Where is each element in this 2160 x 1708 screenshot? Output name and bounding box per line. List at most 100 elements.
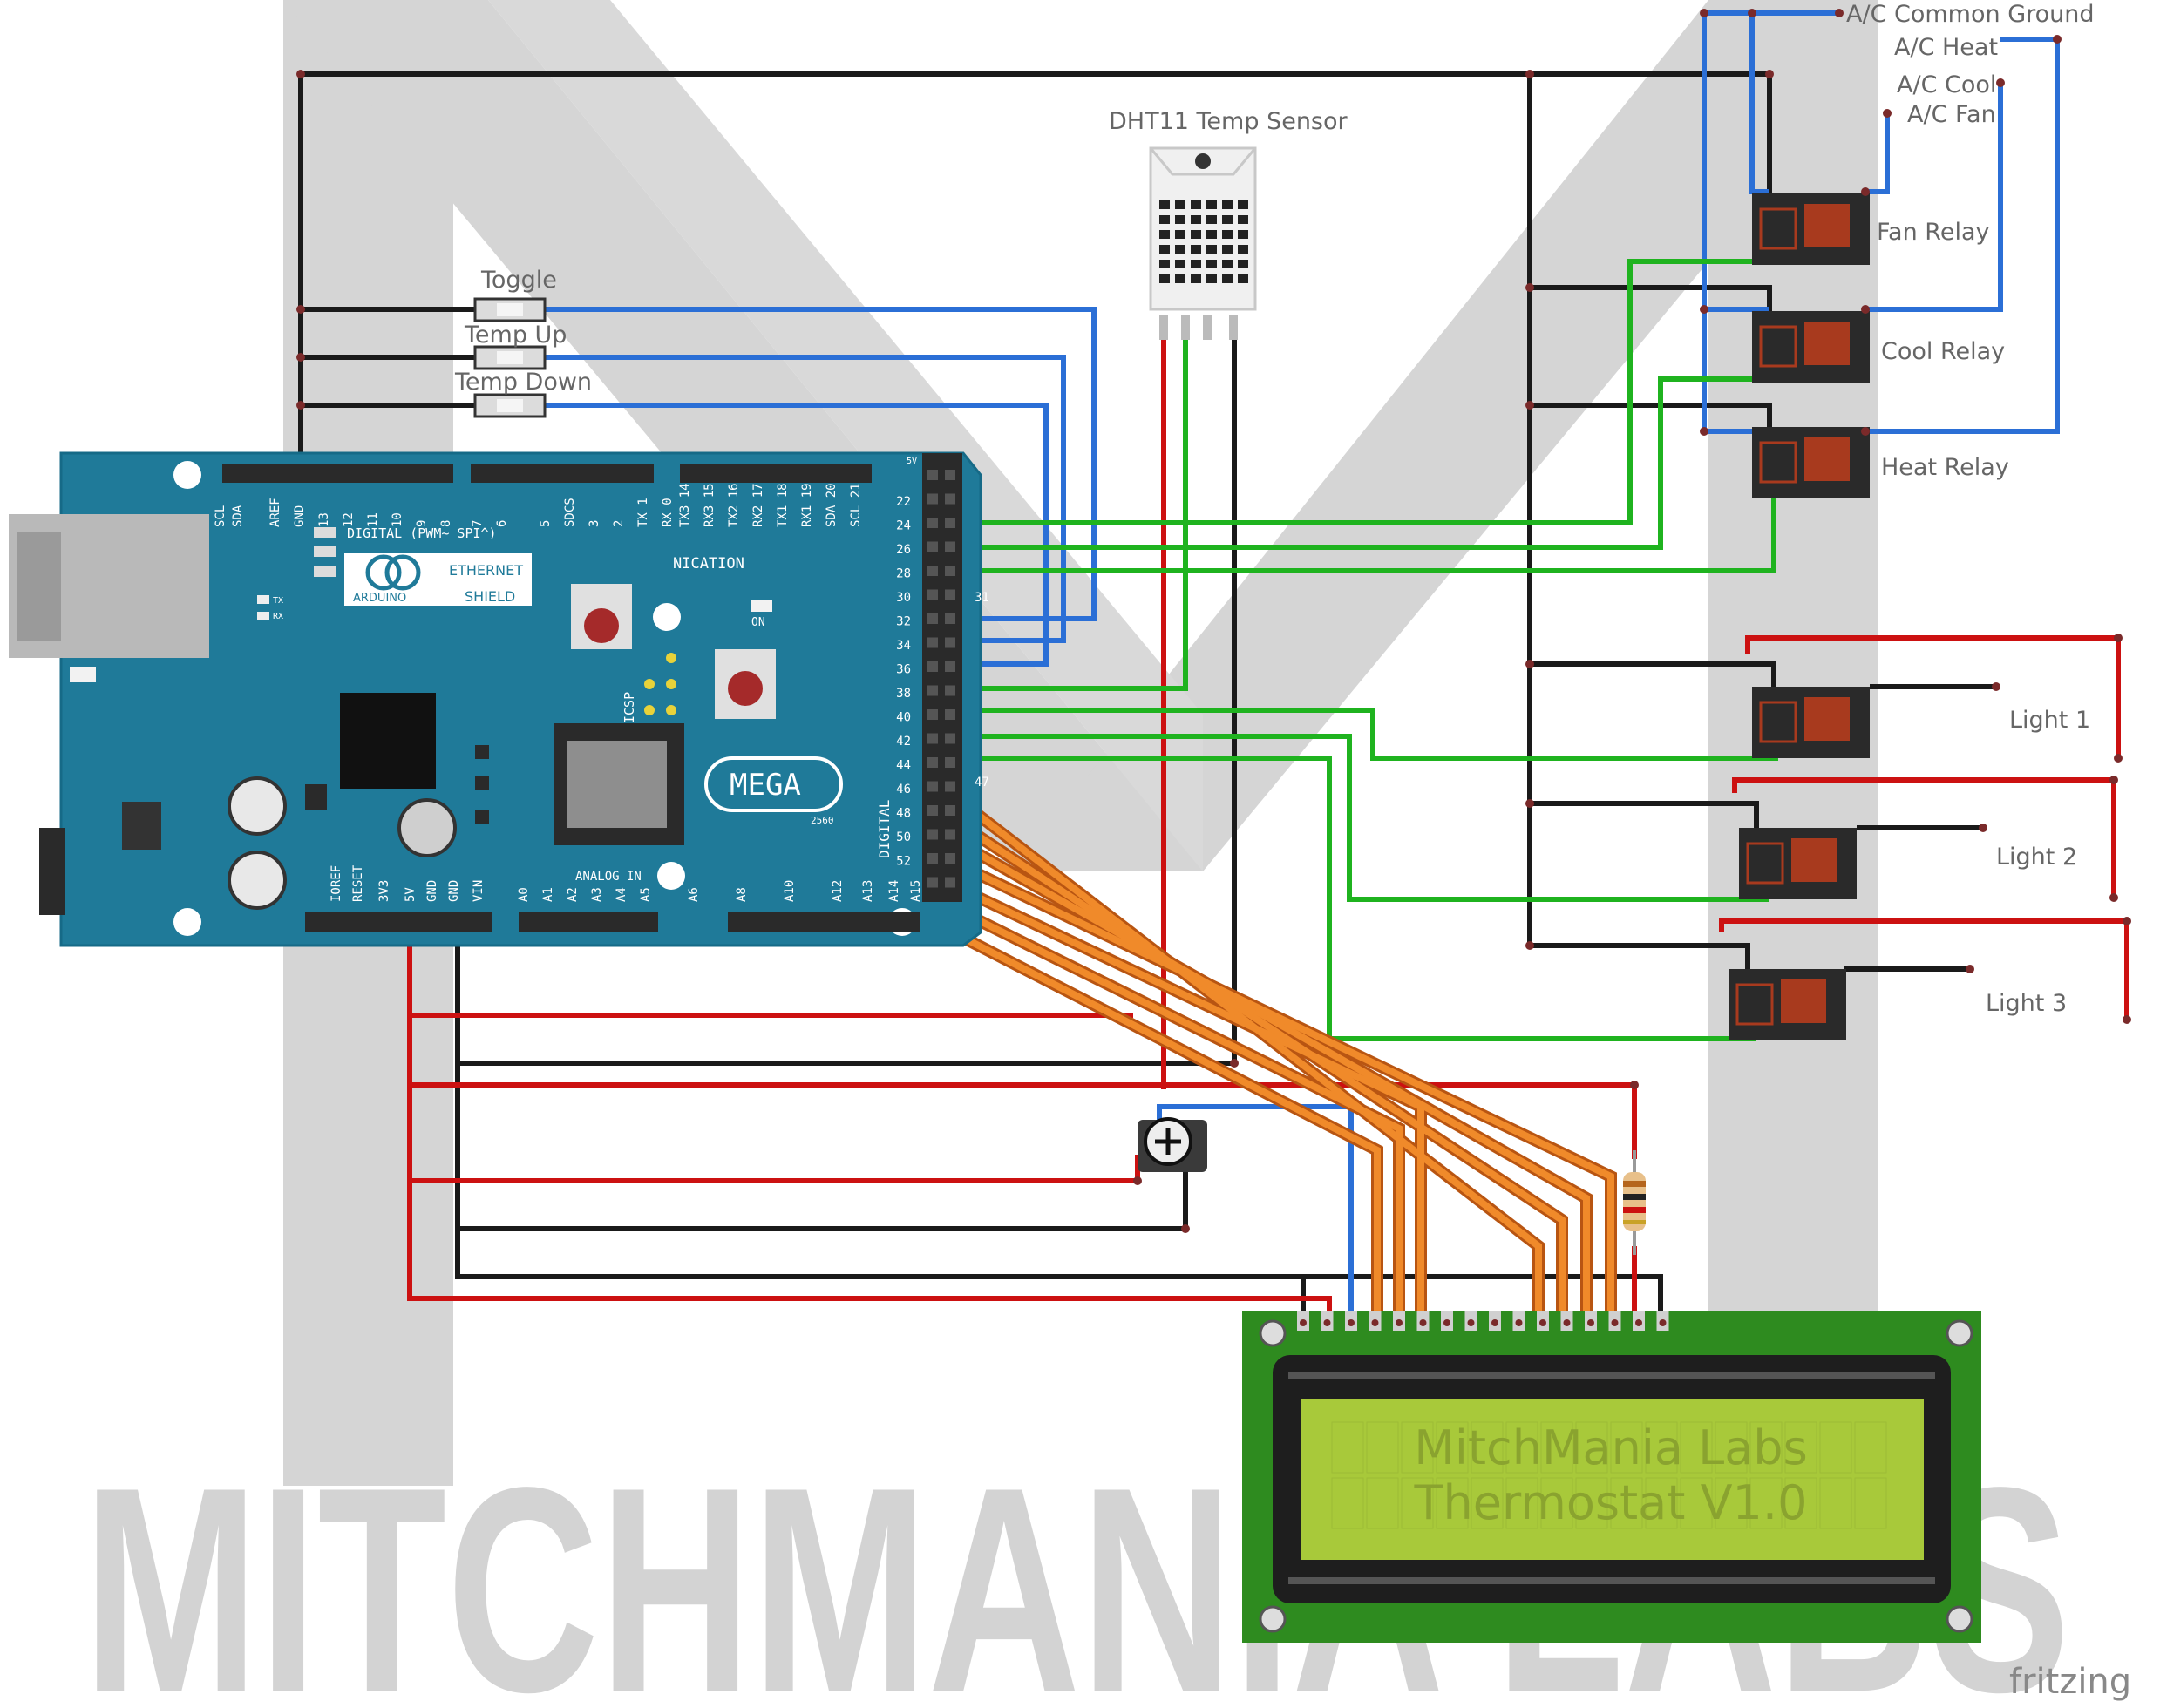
pin-label: A3 xyxy=(590,887,604,902)
temp-up-button xyxy=(473,345,547,370)
light2-label: Light 2 xyxy=(1996,844,2077,871)
pin-label: A2 xyxy=(566,887,580,902)
pin-label: 7 xyxy=(471,520,485,527)
dht11-sensor xyxy=(1149,146,1257,340)
pin-label: 52 xyxy=(896,855,911,869)
pin-label: TX 1 xyxy=(636,498,650,527)
lcd-screen xyxy=(1301,1399,1924,1560)
heat-relay-label: Heat Relay xyxy=(1881,454,2009,481)
cool-relay-label: Cool Relay xyxy=(1881,338,2005,365)
pin-label: 8 xyxy=(439,520,453,527)
temp-down-button xyxy=(473,393,547,418)
pin-label: 3V3 xyxy=(377,880,391,902)
ac-fan-label: A/C Fan xyxy=(1907,101,1996,128)
right-header xyxy=(922,453,962,902)
pin-label: 40 xyxy=(896,711,911,725)
temp-down-label: Temp Down xyxy=(454,369,592,396)
pin-label: AREF xyxy=(268,498,282,527)
pin-label: IOREF xyxy=(329,865,343,902)
relay xyxy=(1752,311,1870,383)
lcd-line-2: Thermostat V1.0 xyxy=(1414,1475,1808,1530)
shield-text: SHIELD xyxy=(465,588,515,605)
header-block xyxy=(471,464,654,483)
mega-logo xyxy=(704,756,843,812)
pin-label: A1 xyxy=(541,887,555,902)
pin-label: SCL 21 xyxy=(849,483,863,527)
pin-label: 50 xyxy=(896,830,911,844)
pin-label: RX3 15 xyxy=(703,483,717,527)
pin-label: TX2 16 xyxy=(727,483,741,527)
pin-label: 10 xyxy=(391,512,404,527)
pin-label: A6 xyxy=(687,887,701,902)
header-block xyxy=(305,912,492,932)
light1-label: Light 1 xyxy=(2009,707,2090,734)
pin-label: A10 xyxy=(783,880,797,902)
fan-relay-label: Fan Relay xyxy=(1877,219,1989,246)
pin-label: A14 xyxy=(887,880,901,902)
lcd-line-1: MitchMania Labs xyxy=(1414,1420,1807,1475)
pin-label: 48 xyxy=(896,807,911,821)
header-block xyxy=(222,464,453,483)
pin-label: 13 xyxy=(317,512,331,527)
relay xyxy=(1752,427,1870,498)
pin-label: TX1 18 xyxy=(776,483,790,527)
five-v-text: 5V xyxy=(907,457,917,466)
pin-label: A12 xyxy=(831,880,845,902)
pin-label: RX 0 xyxy=(661,498,675,527)
wires-orange xyxy=(927,774,1617,1322)
toggle-label: Toggle xyxy=(480,267,557,294)
relay-modules xyxy=(1729,193,1870,1040)
pin-label: A15 xyxy=(909,880,923,902)
resistor xyxy=(1623,1150,1646,1255)
dht11-label: DHT11 Temp Sensor xyxy=(1109,108,1348,135)
wires-green xyxy=(928,259,1778,1041)
ac-heat-label: A/C Heat xyxy=(1894,34,1998,61)
pin-label: 30 xyxy=(896,591,911,605)
relay xyxy=(1729,969,1846,1040)
pin-label: GND xyxy=(293,505,307,527)
pin-label: VIN xyxy=(472,880,486,902)
on-text: ON xyxy=(751,616,765,629)
potentiometer xyxy=(1138,1117,1207,1172)
light3-label: Light 3 xyxy=(1986,990,2067,1017)
arduino-text: ARDUINO xyxy=(353,592,406,605)
pin-label: 11 xyxy=(366,512,380,527)
shield-label-box xyxy=(344,553,532,606)
header-block xyxy=(519,912,658,932)
mega-text: MEGA xyxy=(730,768,801,803)
relay xyxy=(1752,193,1870,265)
ac-common-ground-label: A/C Common Ground xyxy=(1846,1,2095,28)
temp-up-label: Temp Up xyxy=(464,322,567,349)
top-header xyxy=(222,464,872,483)
pin-label: SDA 20 xyxy=(825,483,839,527)
header-block xyxy=(728,912,920,932)
icsp-text: ICSP xyxy=(622,692,637,723)
toggle-button xyxy=(473,297,547,322)
pin-label: 34 xyxy=(896,639,911,653)
digital-text: DIGITAL xyxy=(876,800,893,858)
pin-label: SDA xyxy=(231,505,245,527)
pin-label: 22 xyxy=(896,495,911,509)
bottom-header xyxy=(305,912,920,932)
ac-cool-label: A/C Cool xyxy=(1897,71,1996,98)
pin-label: 2 xyxy=(612,520,626,527)
pin-label: 12 xyxy=(342,512,356,527)
lcd-module: MitchMania Labs Thermostat V1.0 xyxy=(1242,1312,1981,1643)
communication-text: NICATION xyxy=(673,555,744,573)
pin-label: A8 xyxy=(735,887,749,902)
pin-label: A13 xyxy=(861,880,875,902)
capacitor xyxy=(228,851,287,910)
pin-label: 26 xyxy=(896,543,911,557)
capacitor xyxy=(397,798,457,857)
pin-label: TX3 14 xyxy=(678,483,692,527)
pin-label: SCL xyxy=(214,505,228,527)
pin-label: 32 xyxy=(896,615,911,629)
pin-label: 38 xyxy=(896,687,911,701)
pin-label: GND xyxy=(447,880,461,902)
relay xyxy=(1739,828,1857,899)
pin-label: 5V xyxy=(404,887,418,902)
pin-label: GND xyxy=(425,880,439,902)
pin-label: A5 xyxy=(639,887,653,902)
